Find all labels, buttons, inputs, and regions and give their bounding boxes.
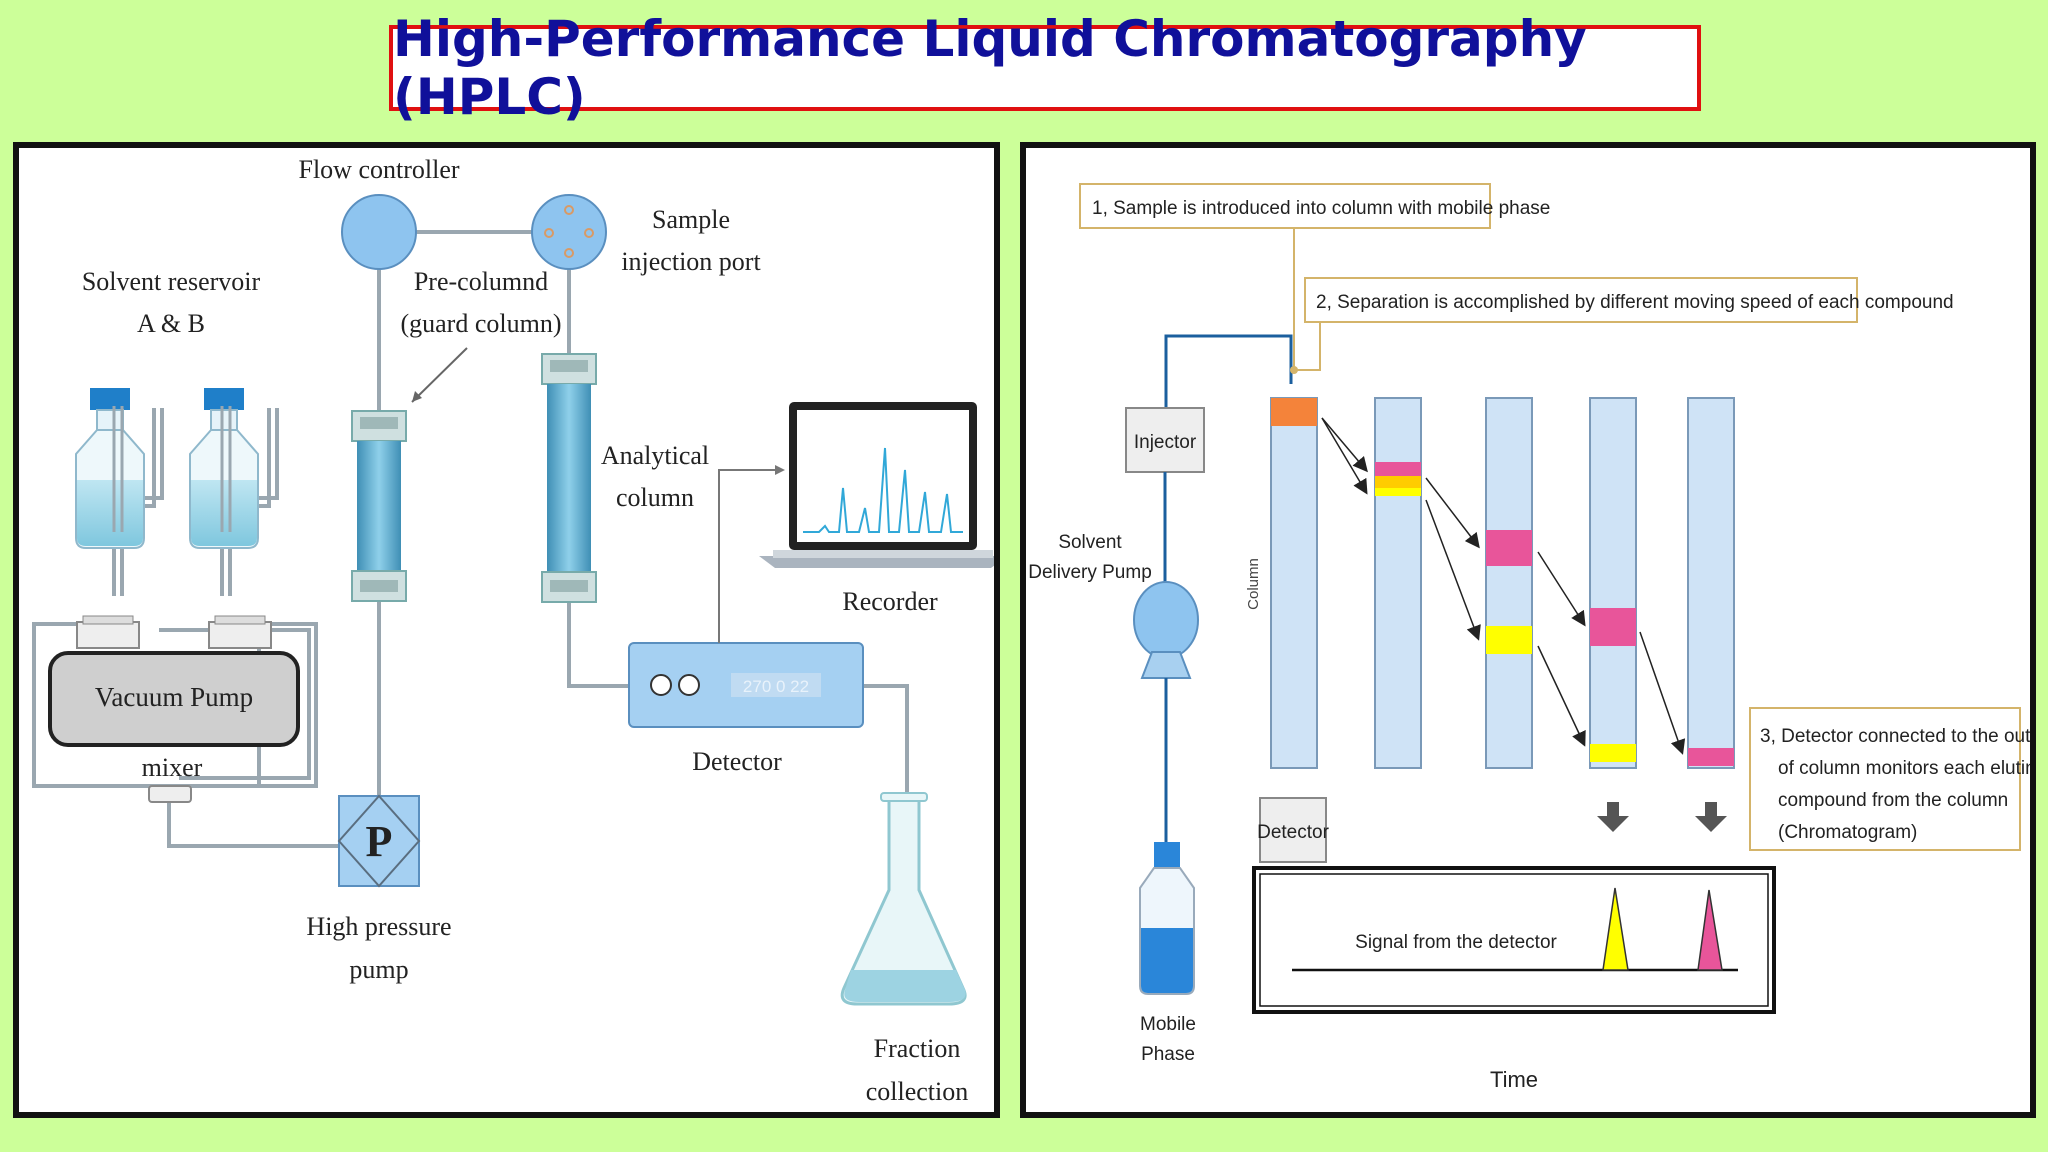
guard-column-pointer (411, 347, 468, 403)
sample-band (1271, 398, 1317, 426)
step3-line-2: of column monitors each eluting (1778, 758, 2030, 779)
step3-box (1749, 707, 2021, 851)
recorder-label: Recorder (842, 587, 938, 616)
column-4 (1589, 397, 1637, 769)
sample-port-label-1: Sample (652, 205, 730, 234)
solvent-pump-label-1: Solvent (1058, 532, 1122, 553)
analytical-column-label-1: Analytical (601, 441, 709, 470)
step1-box (1079, 183, 1491, 229)
mobile-phase-line (1164, 334, 1293, 408)
recorder-laptop-icon (759, 402, 994, 568)
column-2 (1374, 397, 1422, 769)
detector-unit (628, 642, 864, 728)
step3-line-4: (Chromatogram) (1778, 822, 1917, 843)
sample-injection-port-icon (531, 194, 607, 270)
outlet-detector-box (1259, 797, 1327, 863)
injector-label: Injector (1134, 432, 1197, 453)
chromatogram-frame (1252, 866, 1776, 1014)
pump-letter: P (366, 817, 393, 866)
column-3 (1485, 397, 1533, 769)
solvent-reservoir-label-1: Solvent reservoir (82, 267, 261, 296)
migration-arrows (1321, 417, 1686, 755)
step3-line-1: 3, Detector connected to the outlet (1760, 726, 2030, 747)
separation-svg: 1, Sample is introduced into column with… (1028, 183, 2030, 1092)
mobile-phase-label-1: Mobile (1140, 1014, 1196, 1035)
mixer-label: mixer (142, 753, 203, 782)
fraction-flask-icon (840, 792, 967, 1006)
detector-display: 270 0 22 (743, 677, 809, 696)
precolumn-label-2: (guard column) (400, 309, 561, 338)
signal-label: Signal from the detector (1355, 932, 1557, 953)
analytical-column-label-2: column (616, 483, 694, 512)
down-arrow-icon (1597, 802, 1727, 832)
solvent-pump-icon (1133, 581, 1199, 679)
high-pressure-pump (337, 794, 421, 888)
vacuum-pump (48, 615, 300, 747)
step2-box (1304, 277, 1858, 323)
injector-box (1125, 407, 1205, 473)
step2-text: 2, Separation is accomplished by differe… (1316, 292, 1954, 313)
fraction-label-2: collection (866, 1077, 969, 1106)
step1-text: 1, Sample is introduced into column with… (1092, 198, 1550, 219)
solvent-pump-label-2: Delivery Pump (1028, 562, 1152, 583)
page-title: High-Performance Liquid Chromatography (… (393, 10, 1587, 126)
yellow-peak (1602, 887, 1629, 971)
flow-controller-icon (341, 194, 417, 270)
separation-process-diagram: 1, Sample is introduced into column with… (1020, 142, 2036, 1118)
title-box: High-Performance Liquid Chromatography (… (389, 10, 1701, 126)
step3-line-3: compound from the column (1778, 790, 2008, 811)
analytical-column-icon (541, 353, 597, 603)
guard-column-icon (351, 410, 407, 602)
solvent-reservoir-label-2: A & B (137, 309, 205, 338)
outlet-detector-label: Detector (1257, 822, 1329, 843)
column-5 (1687, 397, 1735, 769)
vacuum-pump-label: Vacuum Pump (95, 682, 253, 712)
hp-pump-label-1: High pressure (306, 912, 451, 941)
solvent-bottle-b-icon (189, 388, 259, 549)
hp-pump-label-2: pump (349, 955, 408, 984)
mobile-phase-bottle-icon (1139, 842, 1195, 995)
column-1 (1270, 397, 1318, 769)
instrument-svg: Flow controller Sample injection port So… (32, 155, 994, 1106)
solvent-bottle-a-icon (75, 388, 145, 549)
detector-label: Detector (692, 747, 782, 776)
sample-port-label-2: injection port (621, 247, 761, 276)
mixer-icon (148, 785, 192, 803)
signal-line (718, 469, 777, 643)
pink-peak (1697, 889, 1723, 971)
column-label: Column (1245, 558, 1262, 610)
hplc-instrument-diagram: Flow controller Sample injection port So… (13, 142, 1000, 1118)
time-axis-label: Time (1490, 1067, 1538, 1092)
flow-controller-label: Flow controller (298, 155, 459, 184)
fraction-label-1: Fraction (874, 1034, 961, 1063)
precolumn-label-1: Pre-columnd (414, 267, 548, 296)
mobile-phase-label-2: Phase (1141, 1044, 1195, 1065)
